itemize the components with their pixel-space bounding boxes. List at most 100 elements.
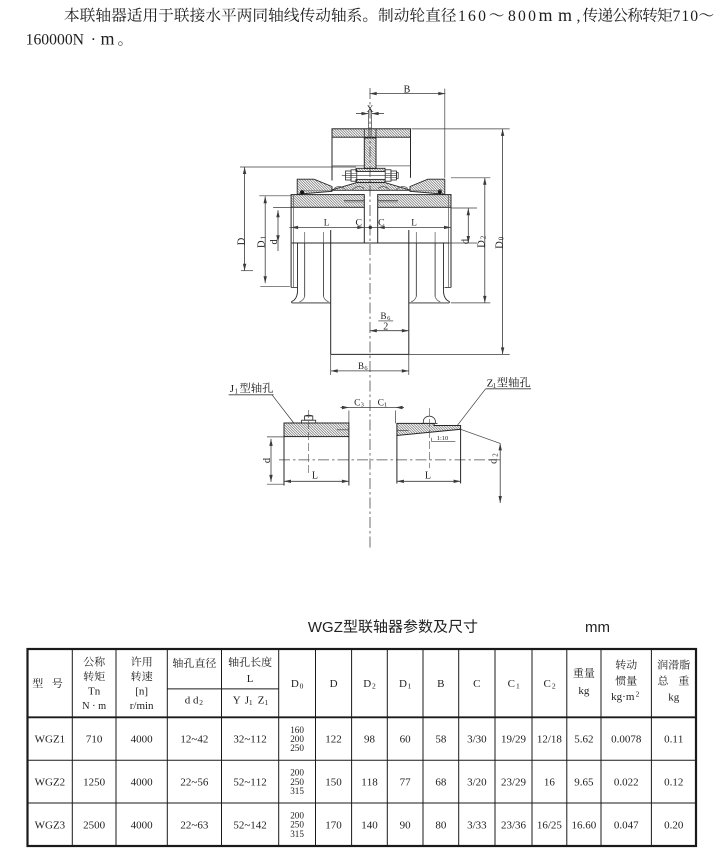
svg-text:2: 2 xyxy=(199,698,203,707)
svg-text:0.11: 0.11 xyxy=(664,734,683,746)
svg-text:200: 200 xyxy=(290,734,304,744)
svg-text:m: m xyxy=(558,5,572,25)
svg-text:90: 90 xyxy=(400,819,412,831)
svg-text:B: B xyxy=(358,361,364,371)
svg-text:WGZ3: WGZ3 xyxy=(35,819,66,831)
svg-text:,: , xyxy=(577,8,581,25)
svg-text:315: 315 xyxy=(290,829,304,839)
svg-text:m: m xyxy=(539,5,553,25)
svg-text:250: 250 xyxy=(290,743,304,753)
svg-text:52~142: 52~142 xyxy=(233,819,266,831)
svg-text:6: 6 xyxy=(387,315,391,322)
svg-text:60: 60 xyxy=(400,734,412,746)
svg-text:kg: kg xyxy=(668,691,680,703)
svg-text:2: 2 xyxy=(383,322,388,333)
svg-text:D: D xyxy=(399,678,407,690)
svg-text:2500: 2500 xyxy=(83,819,106,831)
svg-text:170: 170 xyxy=(325,819,342,831)
svg-text:kg: kg xyxy=(578,685,590,697)
svg-text:3: 3 xyxy=(361,402,364,409)
svg-text:160: 160 xyxy=(290,725,304,735)
svg-text:3/30: 3/30 xyxy=(467,734,487,746)
svg-text:Tn: Tn xyxy=(88,686,101,698)
svg-text:B: B xyxy=(380,311,386,321)
svg-text:16.60: 16.60 xyxy=(572,819,597,831)
svg-text:D: D xyxy=(495,241,506,249)
svg-text:C: C xyxy=(378,399,384,409)
svg-text:0.20: 0.20 xyxy=(664,819,684,831)
svg-text:mm: mm xyxy=(585,619,610,636)
svg-text:WGZ2: WGZ2 xyxy=(35,777,66,789)
svg-text:m: m xyxy=(101,29,115,49)
svg-text:d: d xyxy=(460,238,471,244)
svg-text:L: L xyxy=(324,217,330,227)
svg-text:J: J xyxy=(245,695,250,707)
svg-text:22~63: 22~63 xyxy=(180,819,208,831)
svg-text:0.047: 0.047 xyxy=(614,819,639,831)
svg-text:1: 1 xyxy=(249,698,253,707)
svg-text:0: 0 xyxy=(300,682,304,691)
svg-text:250: 250 xyxy=(290,820,304,830)
svg-text:160000N: 160000N xyxy=(26,32,84,49)
svg-text:22~56: 22~56 xyxy=(180,777,208,789)
svg-text:D: D xyxy=(477,240,488,248)
svg-text:C: C xyxy=(354,399,360,409)
svg-text:B: B xyxy=(437,678,444,690)
svg-text:6: 6 xyxy=(364,365,368,372)
svg-text:1: 1 xyxy=(493,382,497,390)
svg-text:58: 58 xyxy=(435,734,447,746)
svg-text:0.022: 0.022 xyxy=(614,777,639,789)
svg-text:4000: 4000 xyxy=(131,777,154,789)
svg-text:1: 1 xyxy=(265,698,269,707)
svg-text:315: 315 xyxy=(290,786,304,796)
svg-text:WGZ1: WGZ1 xyxy=(35,734,66,746)
svg-text:80: 80 xyxy=(435,819,447,831)
svg-text:52~112: 52~112 xyxy=(233,777,266,789)
svg-text:J: J xyxy=(230,383,235,395)
svg-text:N · m: N · m xyxy=(82,701,106,712)
svg-text:1:10: 1:10 xyxy=(437,435,449,442)
svg-text:16/25: 16/25 xyxy=(537,819,563,831)
svg-text:L: L xyxy=(425,471,431,482)
svg-text:4000: 4000 xyxy=(131,819,154,831)
svg-text:32~112: 32~112 xyxy=(233,734,266,746)
svg-text:4000: 4000 xyxy=(131,734,154,746)
svg-text:2: 2 xyxy=(491,453,499,457)
svg-text:d d: d d xyxy=(185,695,199,707)
svg-text:68: 68 xyxy=(435,777,447,789)
svg-text:[n]: [n] xyxy=(135,686,148,698)
svg-text:X: X xyxy=(367,105,374,115)
svg-text:·: · xyxy=(91,32,96,49)
svg-text:1: 1 xyxy=(235,388,239,396)
svg-text:2: 2 xyxy=(552,682,556,691)
svg-text:0.0078: 0.0078 xyxy=(611,734,642,746)
svg-text:3/33: 3/33 xyxy=(467,819,487,831)
svg-text:C: C xyxy=(356,218,363,229)
svg-text:r/min: r/min xyxy=(130,700,154,712)
svg-text:12~42: 12~42 xyxy=(180,734,208,746)
svg-text:2: 2 xyxy=(636,689,640,698)
svg-text:d: d xyxy=(488,458,499,464)
svg-text:B: B xyxy=(404,84,411,95)
svg-text:19/29: 19/29 xyxy=(501,734,527,746)
svg-text:1250: 1250 xyxy=(83,777,106,789)
svg-text:3/20: 3/20 xyxy=(467,777,487,789)
svg-text:C: C xyxy=(378,218,385,229)
svg-text:Y: Y xyxy=(233,695,241,707)
svg-text:710: 710 xyxy=(673,8,700,25)
svg-text:200: 200 xyxy=(290,811,304,821)
svg-text:d: d xyxy=(262,457,273,463)
svg-text:0.12: 0.12 xyxy=(664,777,683,789)
svg-text:C: C xyxy=(544,678,551,690)
svg-text:118: 118 xyxy=(361,777,378,789)
svg-text:9.65: 9.65 xyxy=(574,777,594,789)
svg-text:1: 1 xyxy=(516,682,520,691)
svg-text:L: L xyxy=(247,673,254,685)
svg-text:77: 77 xyxy=(400,777,412,789)
svg-text:D: D xyxy=(291,678,299,690)
svg-text:0: 0 xyxy=(498,236,506,240)
svg-text:140: 140 xyxy=(361,819,378,831)
svg-text:kg·m: kg·m xyxy=(611,691,635,703)
svg-text:L: L xyxy=(312,471,318,482)
svg-text:Z: Z xyxy=(258,695,265,707)
